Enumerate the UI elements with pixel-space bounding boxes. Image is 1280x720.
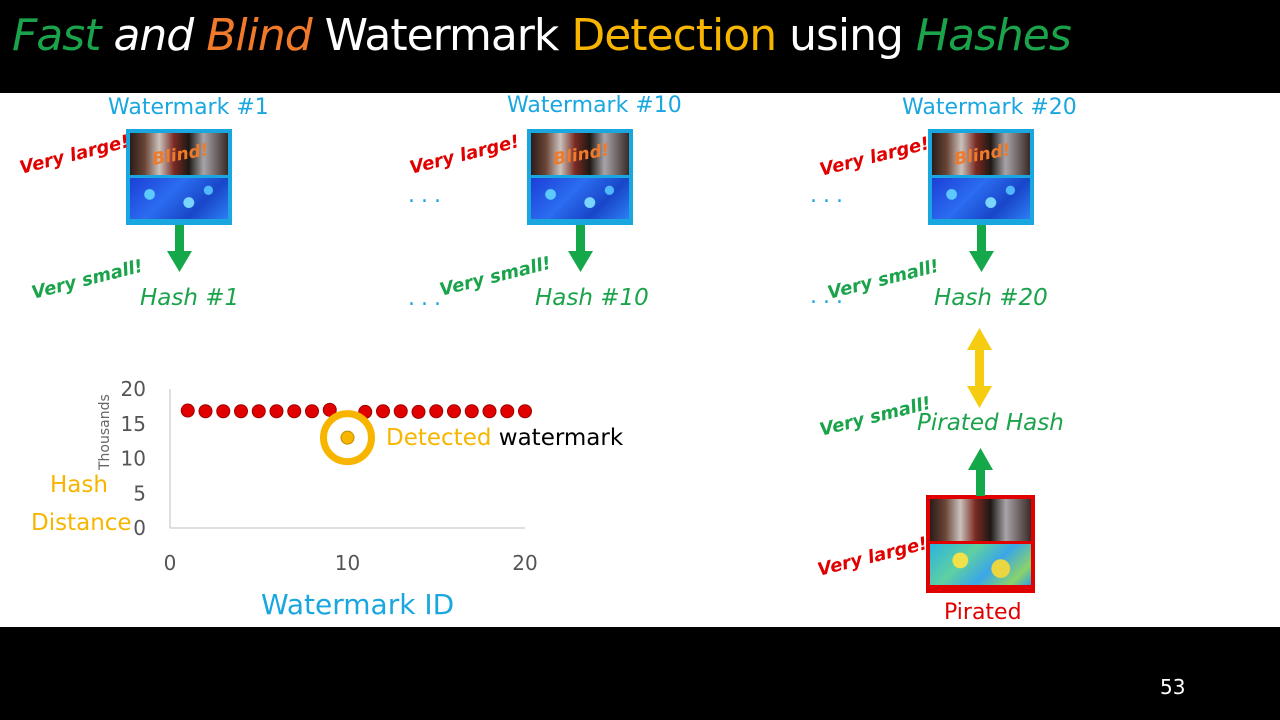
x-tick-label: 10 bbox=[335, 551, 360, 575]
watermark-10-image: Blind! bbox=[527, 129, 633, 225]
data-point bbox=[500, 404, 515, 419]
arrow-down-10 bbox=[576, 225, 585, 253]
data-point bbox=[198, 404, 213, 419]
watermark-word: watermark bbox=[498, 425, 624, 451]
data-point bbox=[429, 404, 444, 419]
arrow-up-pirated bbox=[976, 468, 985, 496]
hash-20-label: Hash #20 bbox=[934, 285, 1048, 311]
y-tick-label: 15 bbox=[121, 412, 146, 436]
y-axis-label-distance: Distance bbox=[31, 510, 132, 536]
y-axis-unit: Thousands bbox=[97, 394, 113, 470]
watermark-1-label: Watermark #1 bbox=[108, 95, 269, 120]
pirated-hash-label: Pirated Hash bbox=[917, 410, 1064, 436]
title-part-and: and bbox=[100, 10, 207, 61]
hash-1-label: Hash #1 bbox=[140, 285, 240, 311]
ellipsis-bottom-20: ... bbox=[810, 284, 849, 309]
title-part-detection: Detection bbox=[571, 10, 777, 61]
arrow-down-1 bbox=[175, 225, 184, 253]
detected-word: Detected bbox=[386, 425, 492, 451]
data-point bbox=[287, 404, 302, 419]
y-tick-label: 20 bbox=[121, 377, 146, 401]
data-point bbox=[447, 404, 461, 419]
double-arrow-top-head bbox=[967, 328, 992, 350]
hash-10-label: Hash #10 bbox=[535, 285, 649, 311]
pirated-label: Pirated bbox=[944, 600, 1022, 625]
title-part-blind: Blind bbox=[206, 10, 312, 61]
footer-bar bbox=[0, 627, 1280, 720]
ellipsis-top-10: ... bbox=[408, 183, 447, 208]
watermark-20-label: Watermark #20 bbox=[902, 95, 1077, 120]
data-point bbox=[518, 404, 532, 419]
title-part-using: using bbox=[776, 10, 916, 61]
page-number: 53 bbox=[1160, 675, 1186, 699]
title-part-hashes: Hashes bbox=[915, 10, 1072, 61]
ellipsis-bottom-10: ... bbox=[408, 286, 447, 311]
x-axis-label: Watermark ID bbox=[261, 588, 455, 621]
data-point bbox=[482, 404, 497, 419]
data-point bbox=[180, 403, 195, 418]
data-point bbox=[393, 404, 408, 419]
y-axis-label-line1: Hash bbox=[50, 472, 108, 498]
x-tick-label: 20 bbox=[512, 551, 537, 575]
arrow-down-10-head bbox=[568, 251, 593, 272]
data-point bbox=[411, 404, 426, 419]
y-tick-label: 0 bbox=[133, 516, 146, 540]
pirated-image bbox=[926, 495, 1035, 593]
detected-annotation: Detected watermark bbox=[386, 425, 623, 451]
arrow-up-pirated-head bbox=[968, 448, 993, 470]
detected-data-point bbox=[340, 430, 355, 445]
arrow-down-20-head bbox=[969, 251, 994, 272]
y-axis-label-hash: Hash bbox=[50, 472, 108, 498]
slide-title: Fast and Blind Watermark Detection using… bbox=[12, 10, 1072, 61]
data-point bbox=[322, 402, 337, 417]
data-point bbox=[464, 404, 479, 419]
y-axis-label-line2: Distance bbox=[31, 510, 132, 536]
x-tick-label: 0 bbox=[164, 551, 177, 575]
double-arrow-shaft bbox=[975, 346, 984, 390]
arrow-down-1-head bbox=[167, 251, 192, 272]
watermark-20-image: Blind! bbox=[928, 129, 1034, 225]
y-tick-label: 5 bbox=[133, 481, 146, 505]
data-point bbox=[305, 404, 319, 419]
watermark-1-image: Blind! bbox=[126, 129, 232, 225]
ellipsis-top-20: ... bbox=[810, 183, 849, 208]
data-point bbox=[376, 404, 390, 419]
title-part-watermark: Watermark bbox=[311, 10, 572, 61]
double-arrow-bottom-head bbox=[967, 386, 992, 408]
y-tick-label: 10 bbox=[121, 447, 146, 471]
data-point bbox=[234, 404, 248, 419]
watermark-10-label: Watermark #10 bbox=[507, 93, 682, 118]
title-part-fast: Fast bbox=[12, 10, 101, 61]
data-point bbox=[216, 404, 231, 419]
title-bar bbox=[0, 0, 1280, 93]
data-point bbox=[269, 404, 284, 419]
detected-highlight-ring bbox=[320, 410, 375, 466]
data-point bbox=[251, 404, 266, 419]
arrow-down-20 bbox=[977, 225, 986, 253]
